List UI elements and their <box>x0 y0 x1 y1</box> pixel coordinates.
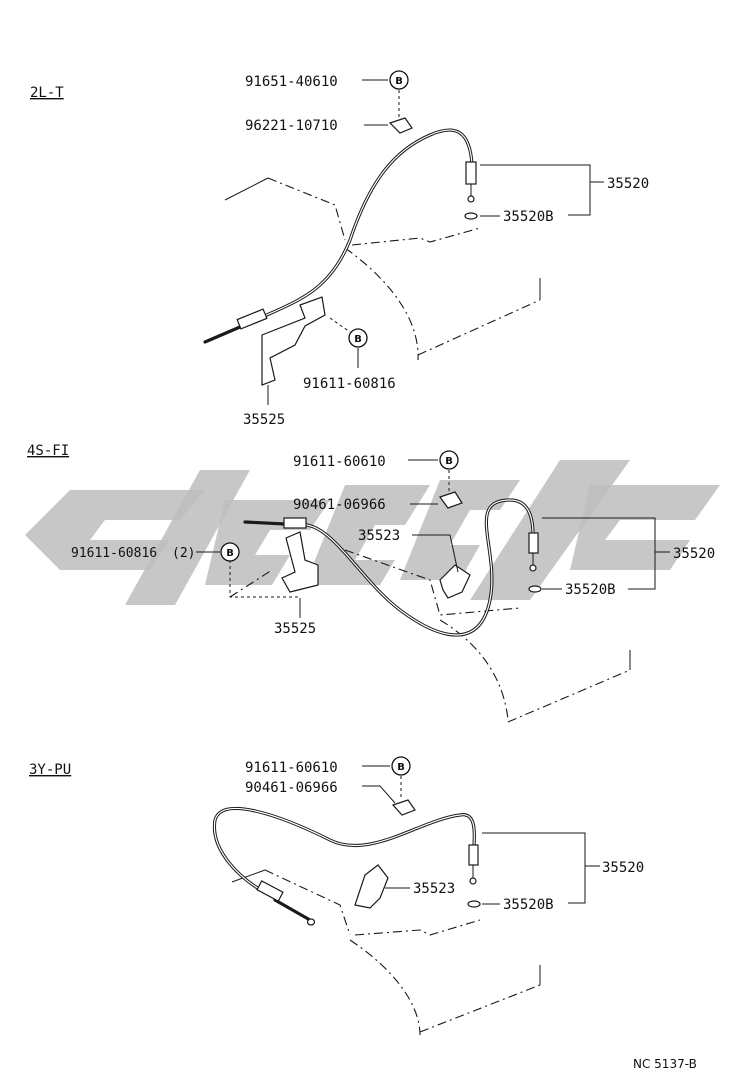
part-number-clip[interactable]: 35520B <box>503 209 554 225</box>
section-title-3y-pu: 3Y-PU <box>29 762 71 778</box>
part-number-screw[interactable]: 91611-60816 <box>303 376 396 392</box>
fastener-badge: B <box>445 456 453 467</box>
watermark-shape-2 <box>125 470 250 605</box>
watermark-shape-7 <box>570 485 720 570</box>
watermark-shape-4 <box>305 485 430 585</box>
part-number-clamp[interactable]: 90461-06966 <box>245 780 338 796</box>
part-number-bolt[interactable]: 91611-60610 <box>245 760 338 776</box>
section-3y-pu: B 3Y-PU 91611-60610 90461-06966 35523 35… <box>29 756 644 1036</box>
part-number-cable[interactable]: 35520 <box>602 860 644 876</box>
watermark-logo <box>25 460 720 605</box>
part-number-cable[interactable]: 35520 <box>673 546 715 562</box>
fastener-badge: B <box>397 762 405 773</box>
part-number-bracket[interactable]: 35525 <box>274 621 316 637</box>
watermark-shape-5 <box>400 480 520 580</box>
part-number-bracket[interactable]: 35525 <box>243 412 285 428</box>
fastener-badge: B <box>354 334 362 345</box>
section-2l-t: B B 2L-T 91651-40610 96221-10710 35520 3… <box>30 70 649 428</box>
figure-code: NC 5137-B <box>633 1057 697 1071</box>
part-number-bracket2[interactable]: 35523 <box>358 528 400 544</box>
part-number-bracket2[interactable]: 35523 <box>413 881 455 897</box>
part-number-clip[interactable]: 35520B <box>565 582 616 598</box>
part-number-bolt[interactable]: 91651-40610 <box>245 74 338 90</box>
part-number-cable[interactable]: 35520 <box>607 176 649 192</box>
part-number-clip[interactable]: 35520B <box>503 897 554 913</box>
section-4s-fi: B B 4S-FI 91611-60610 90461-06966 91611-… <box>27 443 715 723</box>
part-number-clamp[interactable]: 90461-06966 <box>293 497 386 513</box>
quantity-label: (2) <box>172 546 195 561</box>
part-number-clamp[interactable]: 96221-10710 <box>245 118 338 134</box>
part-number-bolt[interactable]: 91611-60610 <box>293 454 386 470</box>
fastener-badge: B <box>395 76 403 87</box>
fastener-badge: B <box>226 548 234 559</box>
section-title-2l-t: 2L-T <box>30 85 64 101</box>
section-title-4s-fi: 4S-FI <box>27 443 69 459</box>
part-number-screw[interactable]: 91611-60816 <box>71 546 157 561</box>
